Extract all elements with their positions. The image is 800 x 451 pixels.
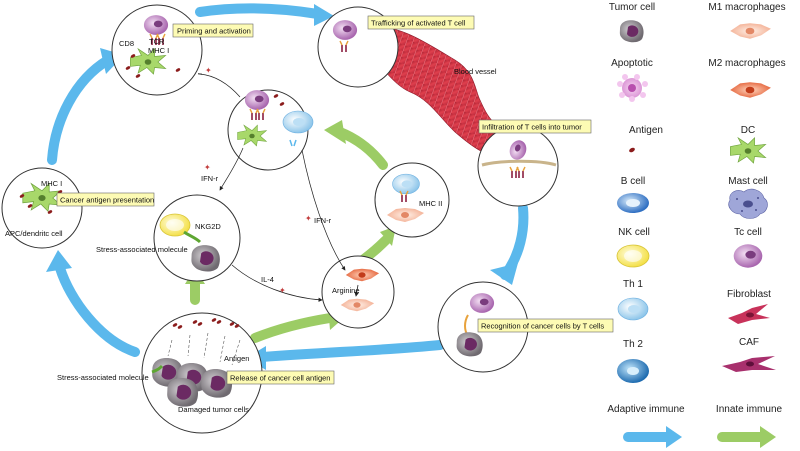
annotations: CD8 TCR MHC I MHC I APC/dendritc cell Bl… — [5, 37, 497, 414]
legend-innate: Innate immune — [716, 404, 783, 415]
legend-m1: M1 macrophages — [708, 2, 785, 13]
label-priming: Priming and activation — [177, 27, 251, 36]
cytokine-dots: ✦ ✦ ✦ ✦ — [204, 66, 312, 295]
label-mhc1-left: MHC I — [41, 179, 62, 188]
label-arginine: Arginine — [332, 286, 360, 295]
label-presentation: Cancer antigen presentation — [60, 196, 154, 205]
legend-apoptotic: Apoptotic — [611, 58, 653, 69]
adaptive-arrows — [47, 3, 673, 442]
legend-th2: Th 2 — [623, 339, 643, 350]
legend-tc-icon — [733, 244, 763, 268]
legend-mast-icon — [728, 188, 768, 219]
label-damaged: Damaged tumor cells — [178, 405, 249, 414]
legend-tc-cell: Tc cell — [734, 227, 762, 238]
label-cd8: CD8 — [119, 39, 134, 48]
label-ifn-left: IFN-r — [201, 174, 219, 183]
label-nkg2d: NKG2D — [195, 222, 221, 231]
legend-apoptotic-icon — [617, 74, 648, 102]
legend-fibroblast: Fibroblast — [727, 289, 771, 300]
svg-text:✦: ✦ — [279, 286, 286, 295]
legend-m2-icon — [730, 82, 771, 98]
legend-m1-icon — [730, 23, 771, 39]
label-antigen: Antigen — [224, 354, 249, 363]
label-trafficking: Trafficking of activated T cell — [371, 19, 466, 28]
label-ifn-right: IFN-r — [314, 216, 332, 225]
recognition-cells — [456, 293, 495, 357]
label-il4: IL-4 — [261, 275, 274, 284]
legend-th1-icon — [617, 297, 649, 321]
legend-antigen: Antigen — [629, 125, 663, 136]
svg-text:✦: ✦ — [205, 66, 212, 75]
legend-caf: CAF — [739, 337, 759, 348]
legend-dc-icon — [729, 137, 767, 164]
presentation-circle — [1, 167, 83, 249]
legend-nk-icon — [616, 244, 650, 268]
legend-mast-cell: Mast cell — [728, 176, 767, 187]
svg-text:✦: ✦ — [204, 163, 211, 172]
legend-antigen-icon — [628, 146, 636, 154]
infiltration-circle — [477, 125, 559, 207]
label-mhc1-top: MHC I — [148, 46, 169, 55]
legend-dc: DC — [741, 125, 755, 136]
legend-b-cell: B cell — [621, 176, 645, 187]
legend: Tumor cell Apoptotic Antigen B cell NK c… — [607, 2, 785, 415]
label-stress-molecule-bottom: Stress-associated molecule — [57, 373, 149, 382]
legend-tumor-cell: Tumor cell — [609, 2, 655, 13]
label-tcr: TCR — [149, 37, 165, 46]
legend-tumor-icon — [619, 20, 644, 43]
center-cells — [237, 90, 314, 147]
legend-nk-cell: NK cell — [618, 227, 650, 238]
label-recognition: Recognition of cancer cells by T cells — [481, 322, 604, 331]
label-release: Release of cancer cell antigen — [230, 374, 330, 383]
signal-arrows — [197, 73, 346, 302]
legend-th2-icon — [617, 359, 649, 383]
release-cells — [151, 317, 241, 407]
label-apc: APC/dendritc cell — [5, 229, 63, 238]
label-blood-vessel: Blood vessel — [454, 67, 497, 76]
nk-cells — [159, 213, 220, 272]
infiltration-cells — [481, 137, 557, 179]
stage-labels: Priming and activation Trafficking of ac… — [56, 15, 614, 385]
legend-m2: M2 macrophages — [708, 58, 785, 69]
label-mhc2: MHC II — [419, 199, 442, 208]
label-stress-molecule-top: Stress-associated molecule — [96, 245, 188, 254]
svg-text:✦: ✦ — [305, 214, 312, 223]
legend-adaptive: Adaptive immune — [607, 404, 685, 415]
legend-b-cell-icon — [617, 193, 649, 213]
arginine-cells — [340, 268, 380, 312]
legend-th1: Th 1 — [623, 279, 643, 290]
label-infiltration: Infiltration of T cells into tumor — [482, 123, 582, 132]
legend-caf-icon — [722, 356, 776, 372]
legend-fibroblast-icon — [728, 304, 770, 324]
